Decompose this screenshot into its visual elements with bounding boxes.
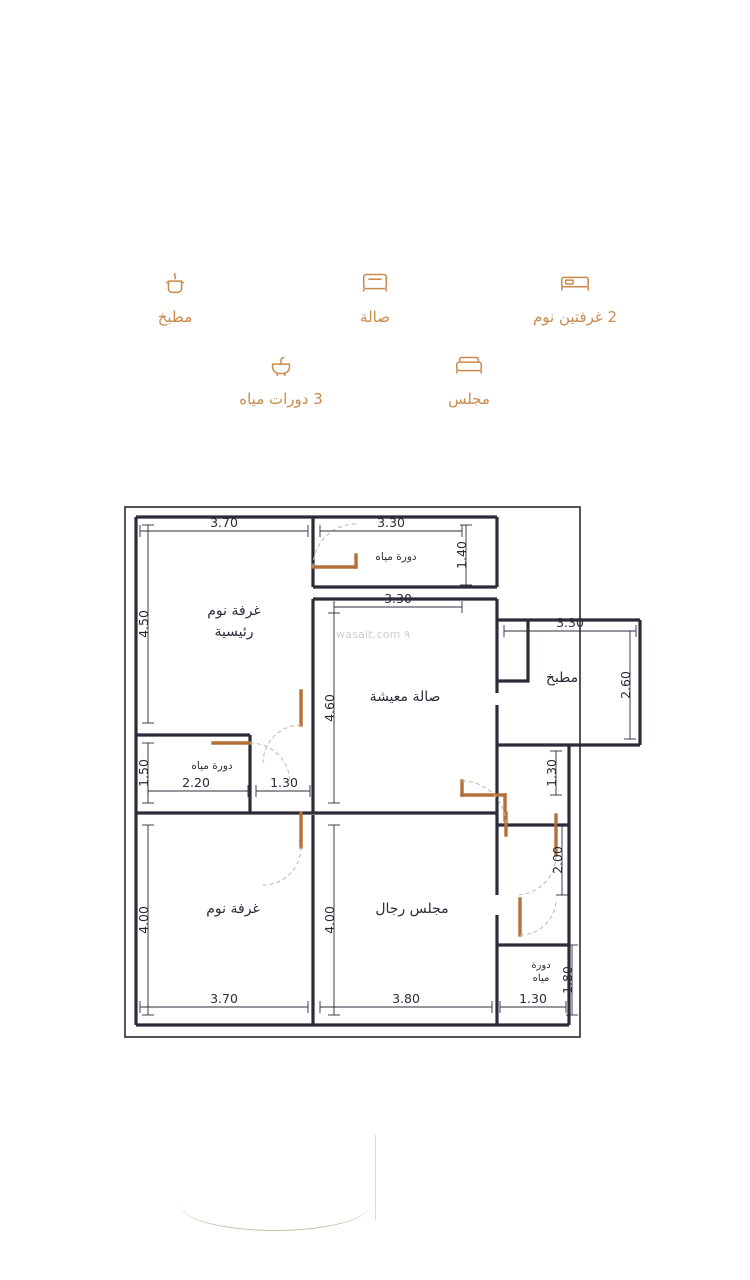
features-row-2: 3 دورات مياه مجلس — [0, 350, 750, 408]
features-row-1: مطبخ صالة — [0, 268, 750, 326]
room-label-wc-top: دورة مياه — [375, 551, 416, 563]
plan-dimension-labels: 3.70 3.30 1.40 4.50 3.30 4.60 3.30 2.60 … — [136, 515, 633, 1006]
dim-kitchen-height: 2.60 — [618, 671, 633, 699]
feature-bedrooms: 2 غرفتين نوم — [505, 268, 645, 326]
dim-wc-mid-width: 2.20 — [182, 775, 210, 790]
room-label-living-room: صالة معيشة — [370, 689, 441, 705]
armchair-icon — [452, 350, 486, 380]
floorplan-drawing: غرفة نوم رئيسية دورة مياه صالة معيشة مطب… — [0, 495, 750, 1055]
dim-bedroom-height: 4.00 — [136, 906, 151, 934]
dim-living-width: 3.30 — [384, 591, 412, 606]
dim-bedroom-width: 3.70 — [210, 991, 238, 1006]
dim-kitchen-side-height: 1.30 — [544, 759, 559, 787]
kitchen-pot-icon — [158, 268, 192, 298]
dim-wc-bottom-height: 1.80 — [560, 966, 575, 994]
room-label-wc-bottom-2: مياه — [533, 973, 550, 984]
feature-label: 3 دورات مياه — [239, 390, 323, 408]
feature-label: مجلس — [448, 390, 490, 408]
dim-wc-bottom-width: 1.30 — [519, 991, 547, 1006]
room-label-wc-bottom-1: دورة — [531, 960, 550, 971]
dim-store-height: 2.00 — [550, 846, 565, 874]
plan-dimension-lines — [139, 524, 637, 1016]
dim-majlis-width: 3.80 — [392, 991, 420, 1006]
room-label-master-bedroom-2: رئيسية — [214, 624, 253, 640]
room-label-bedroom: غرفة نوم — [206, 901, 260, 917]
sink-icon — [264, 350, 298, 380]
dim-kitchen-width: 3.30 — [556, 615, 584, 630]
room-label-majlis: مجلس رجال — [375, 901, 448, 917]
dim-top-wc-width: 3.30 — [377, 515, 405, 530]
bottom-divider-line — [375, 1135, 376, 1220]
dim-top-master-width: 3.70 — [210, 515, 238, 530]
dim-majlis-height: 4.00 — [322, 906, 337, 934]
bottom-divider-arc — [180, 1205, 370, 1231]
feature-label: 2 غرفتين نوم — [532, 308, 618, 326]
dim-wc-top-height: 1.40 — [454, 541, 469, 569]
feature-kitchen: مطبخ — [105, 268, 245, 326]
feature-majlis: مجلس — [399, 350, 539, 408]
room-label-kitchen: مطبخ — [546, 670, 578, 686]
bed-icon — [558, 268, 592, 298]
room-label-wc-middle: دورة مياه — [191, 760, 232, 772]
dim-corridor-width: 1.30 — [270, 775, 298, 790]
floorplan-svg: غرفة نوم رئيسية دورة مياه صالة معيشة مطب… — [124, 506, 642, 1038]
feature-bathrooms: 3 دورات مياه — [211, 350, 351, 408]
plan-room-labels: غرفة نوم رئيسية دورة مياه صالة معيشة مطب… — [191, 551, 578, 984]
features-legend: مطبخ صالة — [0, 268, 750, 408]
feature-hall: صالة — [305, 268, 445, 326]
plan-outline — [124, 506, 581, 1038]
feature-label: مطبخ — [157, 308, 193, 326]
watermark: wasalt.com ٩ — [336, 628, 411, 641]
dim-living-height: 4.60 — [322, 694, 337, 722]
sofa-icon — [358, 268, 392, 298]
dim-wc-mid-height: 1.50 — [136, 759, 151, 787]
room-label-master-bedroom-1: غرفة نوم — [207, 603, 261, 619]
plan-doors — [211, 523, 558, 937]
dim-master-height: 4.50 — [136, 610, 151, 638]
feature-label: صالة — [360, 308, 390, 326]
